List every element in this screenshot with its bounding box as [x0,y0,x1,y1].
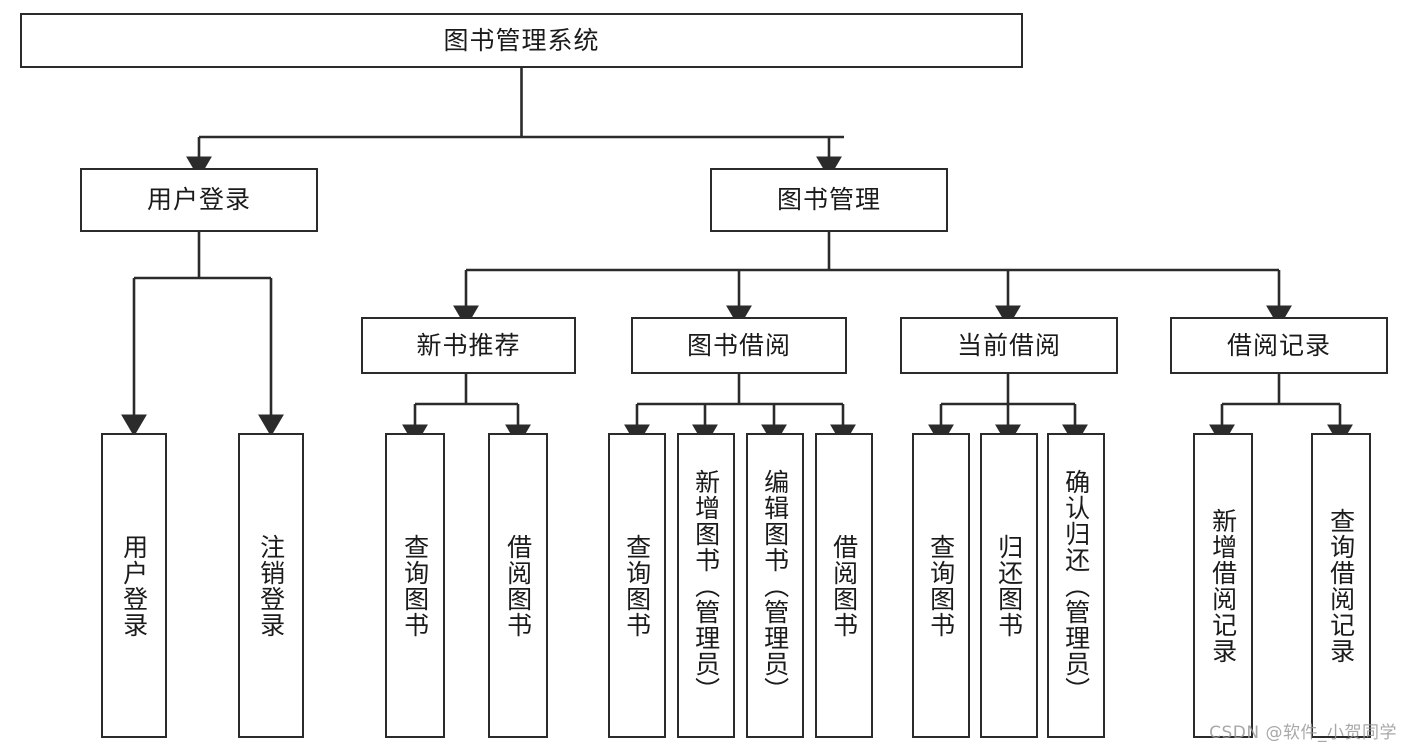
node-leaf-confirm-return[interactable]: 确认归还（管理员） [1047,433,1105,738]
node-leaf-user-logout-label: 注销登录 [256,533,286,638]
node-leaf-query-book-1[interactable]: 查询图书 [385,433,445,738]
node-current-borrow-label: 当前借阅 [956,330,1061,360]
node-leaf-query-record-label: 查询借阅记录 [1326,507,1356,664]
watermark: CSDN @软件_小贺同学 [1209,723,1397,743]
node-book-borrow-label: 图书借阅 [686,330,791,360]
node-book-manage[interactable]: 图书管理 [710,168,948,232]
node-leaf-confirm-return-label: 确认归还（管理员） [1061,468,1091,703]
node-current-borrow[interactable]: 当前借阅 [900,317,1118,374]
node-leaf-borrow-book-1-label: 借阅图书 [503,533,533,638]
node-leaf-query-book-1-label: 查询图书 [400,533,430,638]
node-borrow-record-label: 借阅记录 [1226,330,1331,360]
node-leaf-return-book[interactable]: 归还图书 [980,433,1038,738]
node-leaf-edit-book[interactable]: 编辑图书（管理员） [746,433,804,738]
node-leaf-borrow-book-2[interactable]: 借阅图书 [815,433,873,738]
node-leaf-edit-book-label: 编辑图书（管理员） [760,468,790,703]
node-leaf-add-book[interactable]: 新增图书（管理员） [677,433,735,738]
node-leaf-query-book-3[interactable]: 查询图书 [912,433,970,738]
node-leaf-add-book-label: 新增图书（管理员） [691,468,721,703]
node-root[interactable]: 图书管理系统 [20,13,1023,68]
node-leaf-user-login[interactable]: 用户登录 [101,433,167,738]
node-leaf-query-book-2[interactable]: 查询图书 [608,433,666,738]
node-book-borrow[interactable]: 图书借阅 [631,317,847,374]
node-leaf-query-book-2-label: 查询图书 [622,533,652,638]
node-new-book-recommend-label: 新书推荐 [416,330,521,360]
node-leaf-user-logout[interactable]: 注销登录 [238,433,304,738]
node-borrow-record[interactable]: 借阅记录 [1170,317,1388,374]
node-leaf-add-record[interactable]: 新增借阅记录 [1193,433,1253,738]
node-leaf-user-login-label: 用户登录 [119,533,149,638]
node-book-manage-label: 图书管理 [776,185,881,215]
node-leaf-borrow-book-1[interactable]: 借阅图书 [488,433,548,738]
node-leaf-query-book-3-label: 查询图书 [926,533,956,638]
node-user-login[interactable]: 用户登录 [80,168,318,232]
node-new-book-recommend[interactable]: 新书推荐 [361,317,576,374]
node-leaf-add-record-label: 新增借阅记录 [1208,507,1238,664]
node-leaf-query-record[interactable]: 查询借阅记录 [1311,433,1371,738]
node-user-login-label: 用户登录 [146,185,251,215]
node-leaf-borrow-book-2-label: 借阅图书 [829,533,859,638]
node-leaf-return-book-label: 归还图书 [994,533,1024,638]
node-root-label: 图书管理系统 [443,25,600,55]
